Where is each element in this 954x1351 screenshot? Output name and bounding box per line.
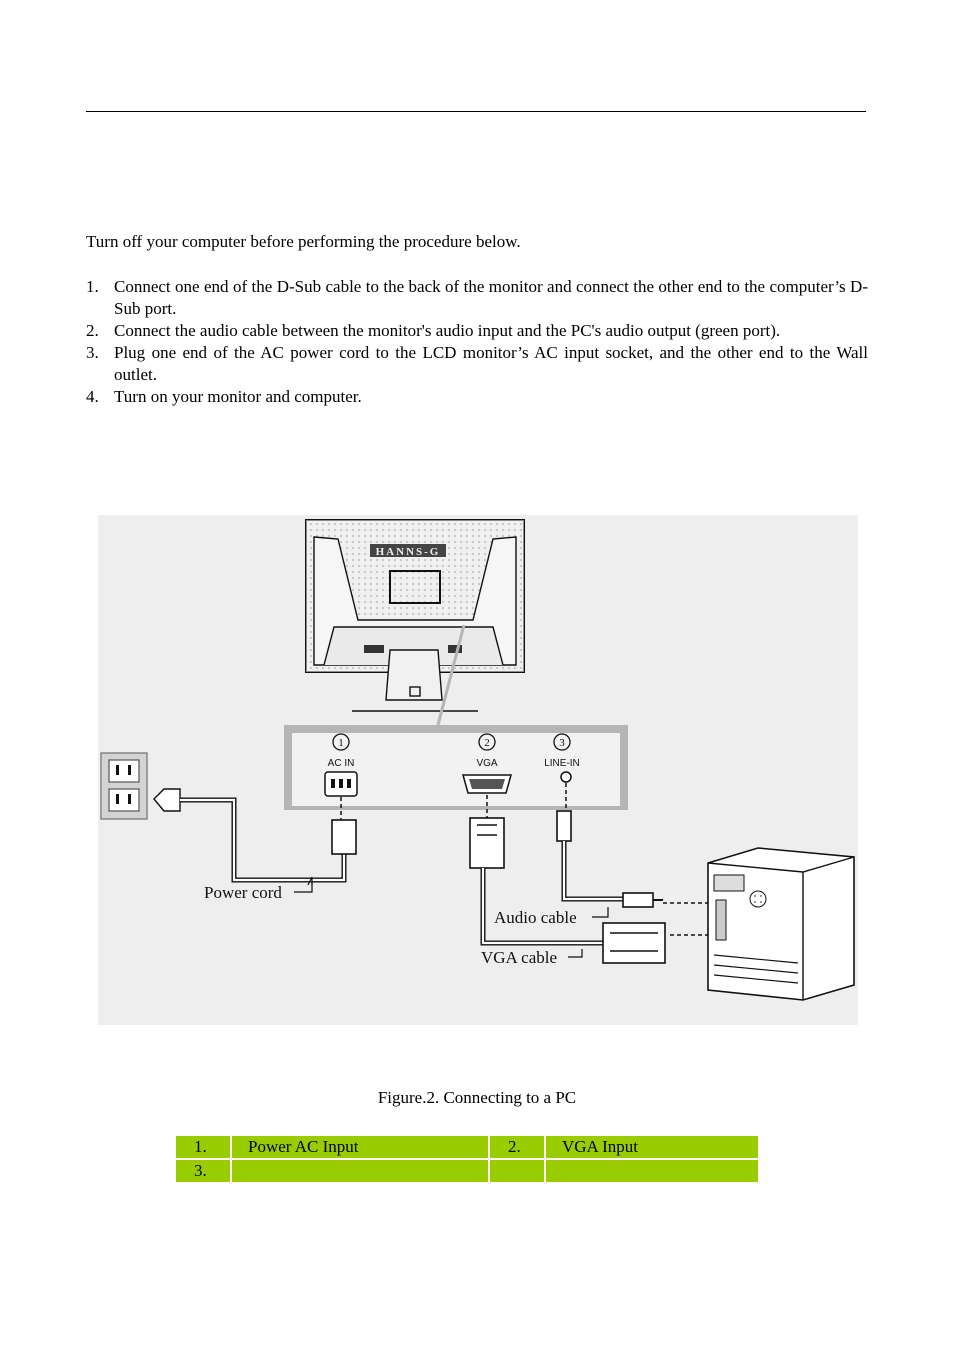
port-number: 2 [484,737,490,749]
step-item: 3. Plug one end of the AC power cord to t… [86,342,868,386]
step-item: 4. Turn on your monitor and computer. [86,386,868,408]
connection-diagram: HANNS-G 1 AC IN 2 VGA 3 LINE-IN [98,515,858,1025]
step-text: Plug one end of the AC power cord to the… [114,343,868,384]
steps-list: 1. Connect one end of the D-Sub cable to … [86,276,868,408]
power-cord [153,788,357,886]
step-text: Connect the audio cable between the moni… [114,321,781,340]
step-text: Connect one end of the D-Sub cable to th… [114,277,868,318]
wall-outlet [100,752,148,820]
step-number: 1. [86,277,99,296]
power-cord-label: Power cord [204,883,282,902]
table-cell-num: 2. [490,1136,544,1158]
port-label: VGA [476,758,497,769]
figure-caption: Figure.2. Connecting to a PC [377,1088,577,1107]
port-number: 1 [338,737,344,749]
table-row: 3. [176,1160,758,1182]
port-label: AC IN [328,758,355,769]
vga-cable [469,817,666,964]
port-label: LINE-IN [544,758,580,769]
port-number: 3 [559,737,565,749]
step-item: 2. Connect the audio cable between the mo… [86,320,868,342]
table-cell-label [546,1160,758,1182]
step-text: Turn on your monitor and computer. [114,387,362,406]
vga-cable-label: VGA cable [481,948,557,967]
table-cell-label [232,1160,488,1182]
header-rule [86,111,866,112]
audio-cable [556,810,663,908]
step-number: 4. [86,387,99,406]
audio-cable-label: Audio cable [494,908,577,927]
table-cell-label: Power AC Input [232,1136,488,1158]
pc-tower [707,847,855,1001]
table-row: 1. Power AC Input 2. VGA Input [176,1136,758,1158]
table-cell-num: 3. [176,1160,230,1182]
connector-panel: 1 AC IN 2 VGA 3 LINE-IN [284,725,628,810]
step-number: 2. [86,321,99,340]
monitor-back: HANNS-G [305,519,525,726]
intro-text: Turn off your computer before performing… [86,232,521,251]
table-cell-num: 1. [176,1136,230,1158]
step-item: 1. Connect one end of the D-Sub cable to … [86,276,868,320]
table-cell-num [490,1160,544,1182]
port-table: 1. Power AC Input 2. VGA Input 3. [174,1134,760,1184]
brand-logo: HANNS-G [376,546,441,558]
table-cell-label: VGA Input [546,1136,758,1158]
step-number: 3. [86,343,99,362]
